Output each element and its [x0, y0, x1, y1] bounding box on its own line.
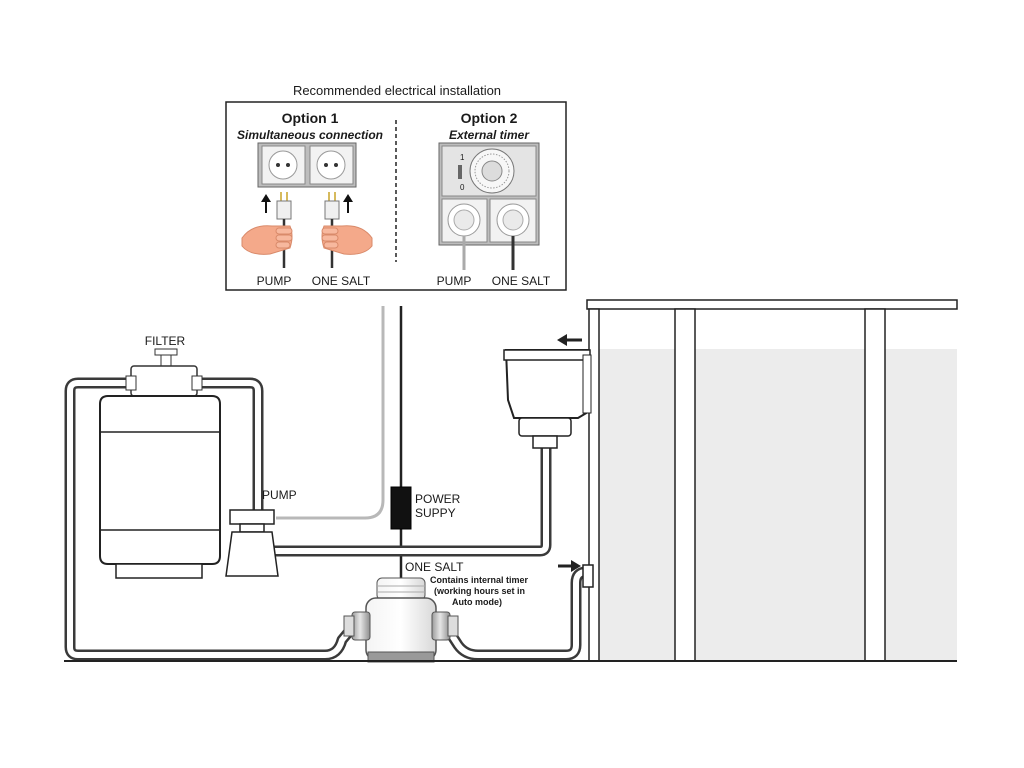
option2-title: Option 2 [461, 110, 518, 126]
pool-post [674, 308, 696, 662]
pool-top-rail [586, 299, 958, 310]
timer-note-line1: Contains internal timer [430, 575, 529, 585]
plug-icon [447, 203, 481, 237]
arrow-up-icon [343, 194, 353, 213]
option1-subtitle: Simultaneous connection [237, 128, 383, 142]
option2-onesalt-label: ONE SALT [492, 274, 551, 288]
timer-mark-on: 1 [460, 153, 465, 162]
filter-tank [99, 348, 221, 579]
one-salt-unit [343, 577, 459, 663]
flow-arrow-right-icon [558, 560, 581, 572]
one-salt-label: ONE SALT [405, 560, 464, 574]
timer-note-line2: (working hours set in [434, 586, 525, 596]
pump-power-cable [276, 306, 385, 520]
flow-arrow-left-icon [557, 334, 582, 346]
pool-post [864, 308, 886, 662]
skimmer [503, 349, 592, 449]
power-supply-box [390, 486, 412, 530]
power-supply-label-1: POWER [415, 492, 461, 506]
power-supply-label-2: SUPPY [415, 506, 456, 520]
option1-pump-label: PUMP [257, 274, 292, 288]
option2-subtitle: External timer [449, 128, 530, 142]
pool-water [597, 349, 957, 660]
installation-title: Recommended electrical installation [293, 83, 501, 98]
timer-dial-icon [469, 148, 515, 194]
hand-icon [321, 225, 373, 255]
hand-icon [241, 225, 293, 255]
timer-socket-unit: 1 0 [438, 142, 540, 246]
double-socket-option1 [257, 142, 357, 188]
filter-label: FILTER [145, 334, 186, 348]
pool [586, 299, 958, 662]
timer-mark-off: 0 [460, 183, 465, 192]
option1-onesalt-label: ONE SALT [312, 274, 371, 288]
option2-pump-label: PUMP [437, 274, 472, 288]
plug-icon [496, 203, 530, 237]
pipes [64, 377, 594, 661]
return-inlet [582, 564, 594, 588]
timer-note-line3: Auto mode) [452, 597, 502, 607]
pump-label: PUMP [262, 488, 297, 502]
option1-title: Option 1 [282, 110, 339, 126]
pump-unit [225, 509, 279, 577]
arrow-up-icon [261, 194, 271, 213]
